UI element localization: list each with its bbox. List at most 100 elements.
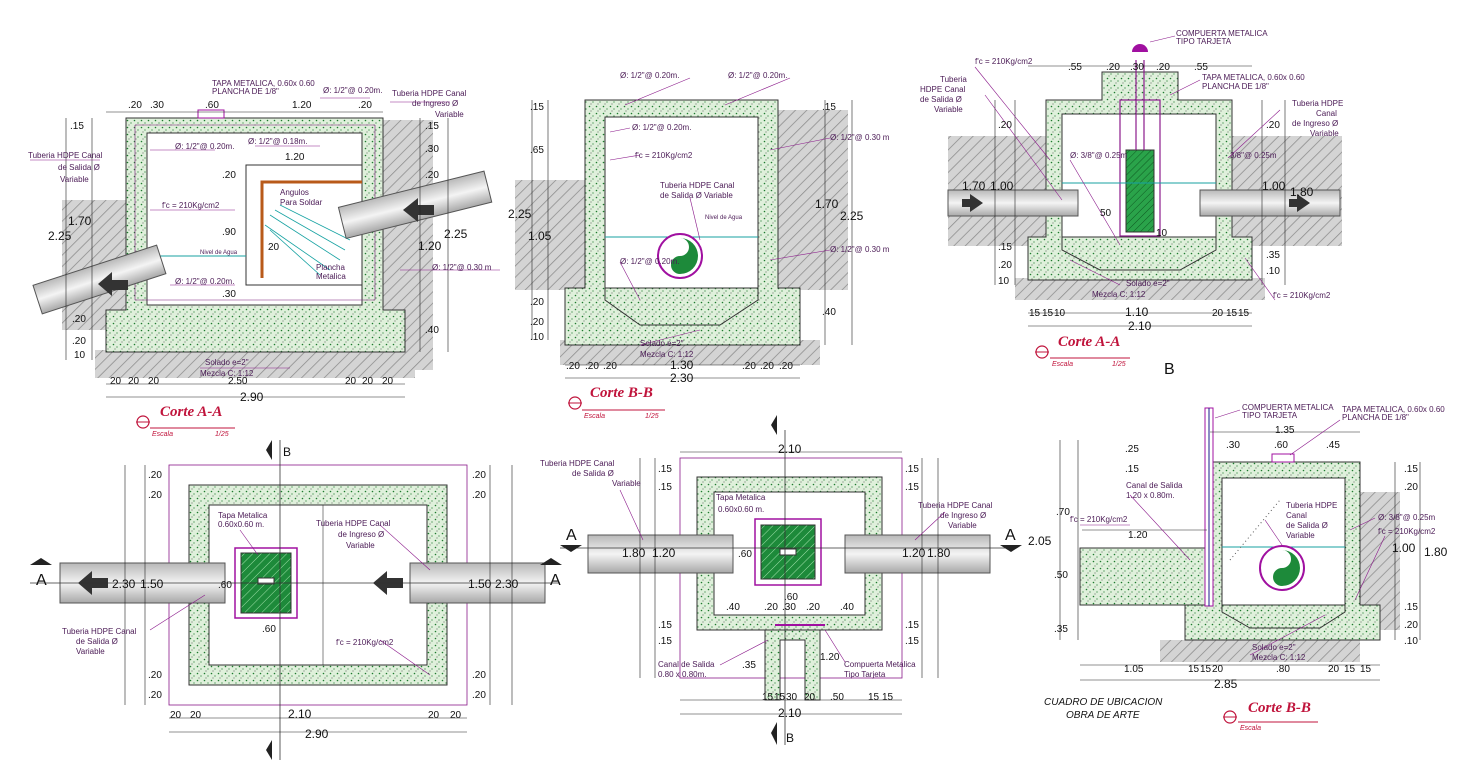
- dim-left-3: .20: [148, 670, 162, 681]
- soil-bottom: [1160, 640, 1360, 662]
- floor-bump: [604, 287, 759, 326]
- inner-dim-6: .20: [806, 602, 820, 613]
- inner-dim-5: .30: [782, 602, 796, 613]
- note-comp-1: Compuerta Metalica: [844, 660, 916, 669]
- soil-right: [778, 110, 848, 290]
- note-pipe-in-1: Tuberia HDPE Canal: [316, 519, 391, 528]
- side-right-1: 1.50: [468, 577, 492, 591]
- note-compuerta-2: TIPO TARJETA: [1242, 411, 1298, 420]
- note-canal-1: Canal de Salida: [1126, 481, 1183, 490]
- planta-2: 2.10 .15 .15 .15 .15 .15 .15 .15 .15 1.8…: [540, 415, 1022, 745]
- dim-inner-5: 1.20: [285, 152, 305, 163]
- section-marker-b-top: [266, 440, 272, 460]
- note-pipe-in-3: Variable: [948, 521, 977, 530]
- dim-bot-2: 15: [1042, 308, 1054, 319]
- pipe-right: [844, 534, 991, 574]
- inner-dim-1: 1.20: [1128, 530, 1148, 541]
- section-label-b: B: [1164, 361, 1175, 378]
- side-left-1: 1.80: [622, 546, 646, 560]
- tapa-handle: [779, 548, 797, 556]
- dim-bot-1: 20: [110, 376, 122, 387]
- dimension-lines: [124, 465, 513, 733]
- dim-left-5: .20: [998, 260, 1012, 271]
- dim-right-3: .20: [425, 170, 439, 181]
- dim-left-2: 2.25: [508, 207, 532, 221]
- dim-left-2: 1.70: [962, 179, 986, 193]
- scale-label: Escala: [152, 431, 173, 438]
- dim-top-2: .20: [1106, 62, 1120, 73]
- note-tapa-2: 0.60x0.60 m.: [718, 505, 764, 514]
- dim-bot-4: 20: [804, 692, 816, 703]
- dim-bot-1: 15: [1029, 308, 1041, 319]
- title-corte-aa-2: Corte A-A: [1058, 334, 1120, 350]
- dim-left-3: 1.05: [528, 229, 552, 243]
- dim-bot-3: .20: [603, 361, 617, 372]
- note-mezcla: Mezcla C: 1:12: [1092, 290, 1146, 299]
- dim-bot-5: .80: [1276, 664, 1290, 675]
- note-canal-2: 0.80 x 0.80m.: [658, 670, 706, 679]
- dim-left-4: 2.05: [1028, 534, 1052, 548]
- inner-dim-3: .40: [726, 602, 740, 613]
- water-hatch: [264, 204, 351, 276]
- gate-leaf: [1125, 149, 1155, 233]
- note-mezcla: Mezcla C: 1:12: [1252, 653, 1306, 662]
- note-tapa-1: TAPA METALICA, 0.60x 0.60: [1342, 405, 1445, 414]
- dim-left-3: .70: [1056, 507, 1070, 518]
- dim-left-2: .15: [658, 482, 672, 493]
- soil-bottom: [1015, 278, 1265, 300]
- dimension-lines: [531, 100, 853, 379]
- section-a-left: A: [566, 527, 577, 544]
- dim-bot-2: 15: [774, 692, 786, 703]
- note-pipe-in-4: Variable: [1310, 129, 1339, 138]
- note-pipe-in-2: Canal: [1316, 109, 1337, 118]
- corte-bb-1: .15 .15 .65 2.25 1.05 .20 .20 .10 1.70 2…: [508, 71, 890, 420]
- note-pipe-out-2: de Salida Ø: [58, 163, 100, 172]
- corte-bb-2: 1.35 .30 .60 .45 .25 .15 .70 2.05 .50 .3…: [1028, 403, 1448, 732]
- top-dim-4: .45: [1326, 440, 1340, 451]
- side-left-2: 1.50: [140, 577, 164, 591]
- pipe-in: [1199, 189, 1341, 217]
- leaders: [30, 97, 500, 369]
- note-steel-1: Ø: 3/8"@ 0.25m: [1070, 151, 1128, 160]
- dim-right-3: .15: [905, 620, 919, 631]
- dim-left-1: .15: [70, 121, 84, 132]
- leaders: [974, 35, 1281, 301]
- note-pipe-in-2: de Ingreso Ø: [940, 511, 986, 520]
- dim-inner-2: .90: [222, 227, 236, 238]
- note-angulos-1: Angulos: [280, 188, 309, 197]
- dim-left-2: .15: [1125, 464, 1139, 475]
- section-marker-b-bottom: [771, 722, 777, 745]
- section-b-bottom: B: [786, 731, 794, 745]
- dim-left-1: .25: [1125, 444, 1139, 455]
- note-steel-5: Ø: 1/2"@ 0.30 m: [830, 245, 890, 254]
- note-fc: f'c = 210Kg/cm2: [975, 57, 1033, 66]
- note-pipe-out-1: Tuberia HDPE Canal: [62, 627, 137, 636]
- total-width: 2.90: [305, 727, 329, 741]
- scale-value: 1/25: [215, 431, 229, 438]
- dim-bot-7: 20: [382, 376, 394, 387]
- leaders: [149, 524, 431, 676]
- total-width: 2.10: [1128, 319, 1152, 333]
- dim-bot-5: .50: [830, 692, 844, 703]
- side-right-1: 1.20: [902, 546, 926, 560]
- box-walls: [188, 484, 448, 686]
- dim-inner-4: 20: [268, 242, 280, 253]
- note-steel-3: Ø: 1/2"@ 0.20m.: [632, 123, 691, 132]
- dim-left-4: .20: [148, 690, 162, 701]
- arrow-out-icon: [98, 272, 128, 296]
- dim-bot-1: .20: [566, 361, 580, 372]
- note-fc-2: f'c = 210Kg/cm2: [1378, 527, 1436, 536]
- section-marker-b-bottom: [266, 740, 272, 760]
- pipe-left: [587, 534, 734, 574]
- dimension-lines: [1059, 431, 1421, 681]
- dim-left-5: .50: [1054, 570, 1068, 581]
- inner-dim-2: .60: [784, 592, 798, 603]
- note-tapa-1: Tapa Metalica: [218, 511, 268, 520]
- scale-value: 1/25: [1112, 361, 1126, 368]
- dim-right-2: 1.00: [1262, 179, 1286, 193]
- inner-dim-4: .20: [764, 602, 778, 613]
- note-pipe-in-2: de Ingreso Ø: [338, 530, 384, 539]
- note-mezcla: Mezcla C: 1:12: [200, 369, 254, 378]
- dim-left-5: .20: [72, 336, 86, 347]
- total-width: 2.85: [1214, 677, 1238, 691]
